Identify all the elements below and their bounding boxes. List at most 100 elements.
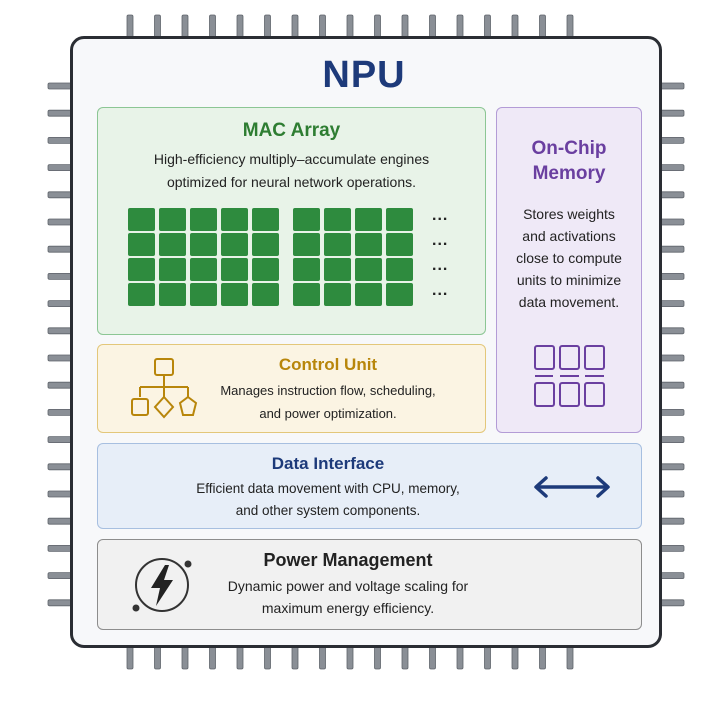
mac-cell [221, 258, 248, 281]
mac-cell [293, 258, 320, 281]
chip-pin [47, 572, 73, 579]
chip-pin [126, 14, 134, 39]
mac-cell [221, 283, 248, 306]
chip-pin [319, 645, 326, 670]
mac-cell [128, 233, 155, 256]
chip-pin [154, 14, 161, 39]
chip-pin [47, 109, 73, 117]
chip-pin [484, 645, 491, 670]
mac-array-description: High-efficiency multiply–accumulate engi… [98, 148, 485, 194]
chip-pin [659, 599, 685, 607]
on-chip-memory-description: Stores weights and activations close to … [497, 203, 641, 313]
chip-pin [47, 354, 73, 362]
mac-array-description-line-2: optimized for neural network operations. [166, 174, 417, 190]
on-chip-memory-description-line: close to compute [516, 250, 622, 266]
chip-pin [291, 14, 299, 39]
chip-pin [429, 14, 436, 39]
mac-cell [221, 208, 248, 231]
chip-pin [659, 272, 685, 280]
chip-pin [511, 14, 519, 39]
chip-pin [659, 408, 685, 416]
chip-pin [346, 645, 354, 670]
chip-pin [484, 14, 491, 39]
ellipsis: ... [432, 257, 449, 274]
mac-cell [128, 208, 155, 231]
chip-pin [659, 245, 685, 253]
mac-cell [159, 233, 186, 256]
chip-pin [47, 300, 73, 308]
chip-pin [264, 645, 271, 670]
chip-pin [659, 545, 685, 552]
chip-pin [539, 645, 546, 670]
data-interface-description-line-1: Efficient data movement with CPU, memory… [196, 481, 460, 496]
chip-pin [374, 14, 381, 39]
chip-pin [181, 645, 189, 670]
power-management-description-line-1: Dynamic power and voltage scaling for [227, 578, 469, 594]
data-interface-description-line-2: and other system components. [235, 503, 421, 518]
chip-pin [659, 136, 685, 144]
mac-cell [324, 283, 351, 306]
hierarchy-flow-icon [131, 358, 198, 419]
mac-cell [252, 233, 279, 256]
mac-cell [324, 208, 351, 231]
chip-pin [659, 354, 685, 362]
chip-pin [154, 645, 161, 670]
on-chip-memory-title: On-Chip Memory [497, 136, 641, 186]
chip-pin [659, 490, 685, 498]
on-chip-memory-title-line-1: On-Chip [531, 138, 607, 159]
chip-pin [659, 218, 685, 226]
mac-cell [293, 208, 320, 231]
chip-pin [47, 191, 73, 199]
chip-pin [291, 645, 299, 670]
mac-cell [190, 258, 217, 281]
chip-pin [236, 14, 244, 39]
mac-cell [293, 233, 320, 256]
ellipsis: ... [432, 207, 449, 224]
power-management-description: Dynamic power and voltage scaling for ma… [158, 575, 538, 619]
mac-cell [128, 283, 155, 306]
mac-cell [386, 233, 413, 256]
double-arrow-icon [534, 476, 610, 498]
mac-cell [159, 283, 186, 306]
control-unit-description: Manages instruction flow, scheduling, an… [198, 379, 458, 425]
mac-cell [252, 283, 279, 306]
mac-cell [190, 283, 217, 306]
chip-pin [47, 436, 73, 444]
mac-cell [324, 233, 351, 256]
mac-cell-grid-left [128, 208, 279, 306]
chip-pin [181, 14, 189, 39]
lightning-bolt-icon [132, 558, 192, 612]
control-unit-description-line-1: Manages instruction flow, scheduling, [220, 383, 436, 398]
chip-pin [659, 164, 685, 172]
chip-pin [659, 517, 685, 525]
chip-pin [47, 327, 73, 335]
chip-pin [47, 381, 73, 389]
chip-pin [566, 14, 574, 39]
chip-pin [236, 645, 244, 670]
mac-cell [252, 208, 279, 231]
chip-pin [47, 136, 73, 144]
chip-pin [401, 645, 409, 670]
data-interface-description: Efficient data movement with CPU, memory… [138, 478, 518, 522]
mac-cell [221, 233, 248, 256]
mac-cell [355, 258, 382, 281]
on-chip-memory-block: On-Chip Memory Stores weights and activa… [496, 107, 642, 433]
on-chip-memory-title-line-2: Memory [532, 163, 606, 184]
chip-pin [264, 14, 271, 39]
chip-pin [539, 14, 546, 39]
mac-cell [386, 208, 413, 231]
mac-cell [355, 208, 382, 231]
mac-cell [159, 258, 186, 281]
chip-pin [659, 381, 685, 389]
chip-pin [659, 463, 685, 471]
on-chip-memory-description-line: units to minimize [516, 272, 622, 288]
power-management-description-line-2: maximum energy efficiency. [261, 600, 435, 616]
mac-cell [386, 258, 413, 281]
power-management-block: Power Management Dynamic power and volta… [97, 539, 642, 630]
chip-pin [209, 645, 216, 670]
chip-pin [429, 645, 436, 670]
control-unit-title: Control Unit [278, 355, 378, 374]
mac-cell [355, 233, 382, 256]
control-unit-description-line-2: and power optimization. [259, 406, 397, 421]
